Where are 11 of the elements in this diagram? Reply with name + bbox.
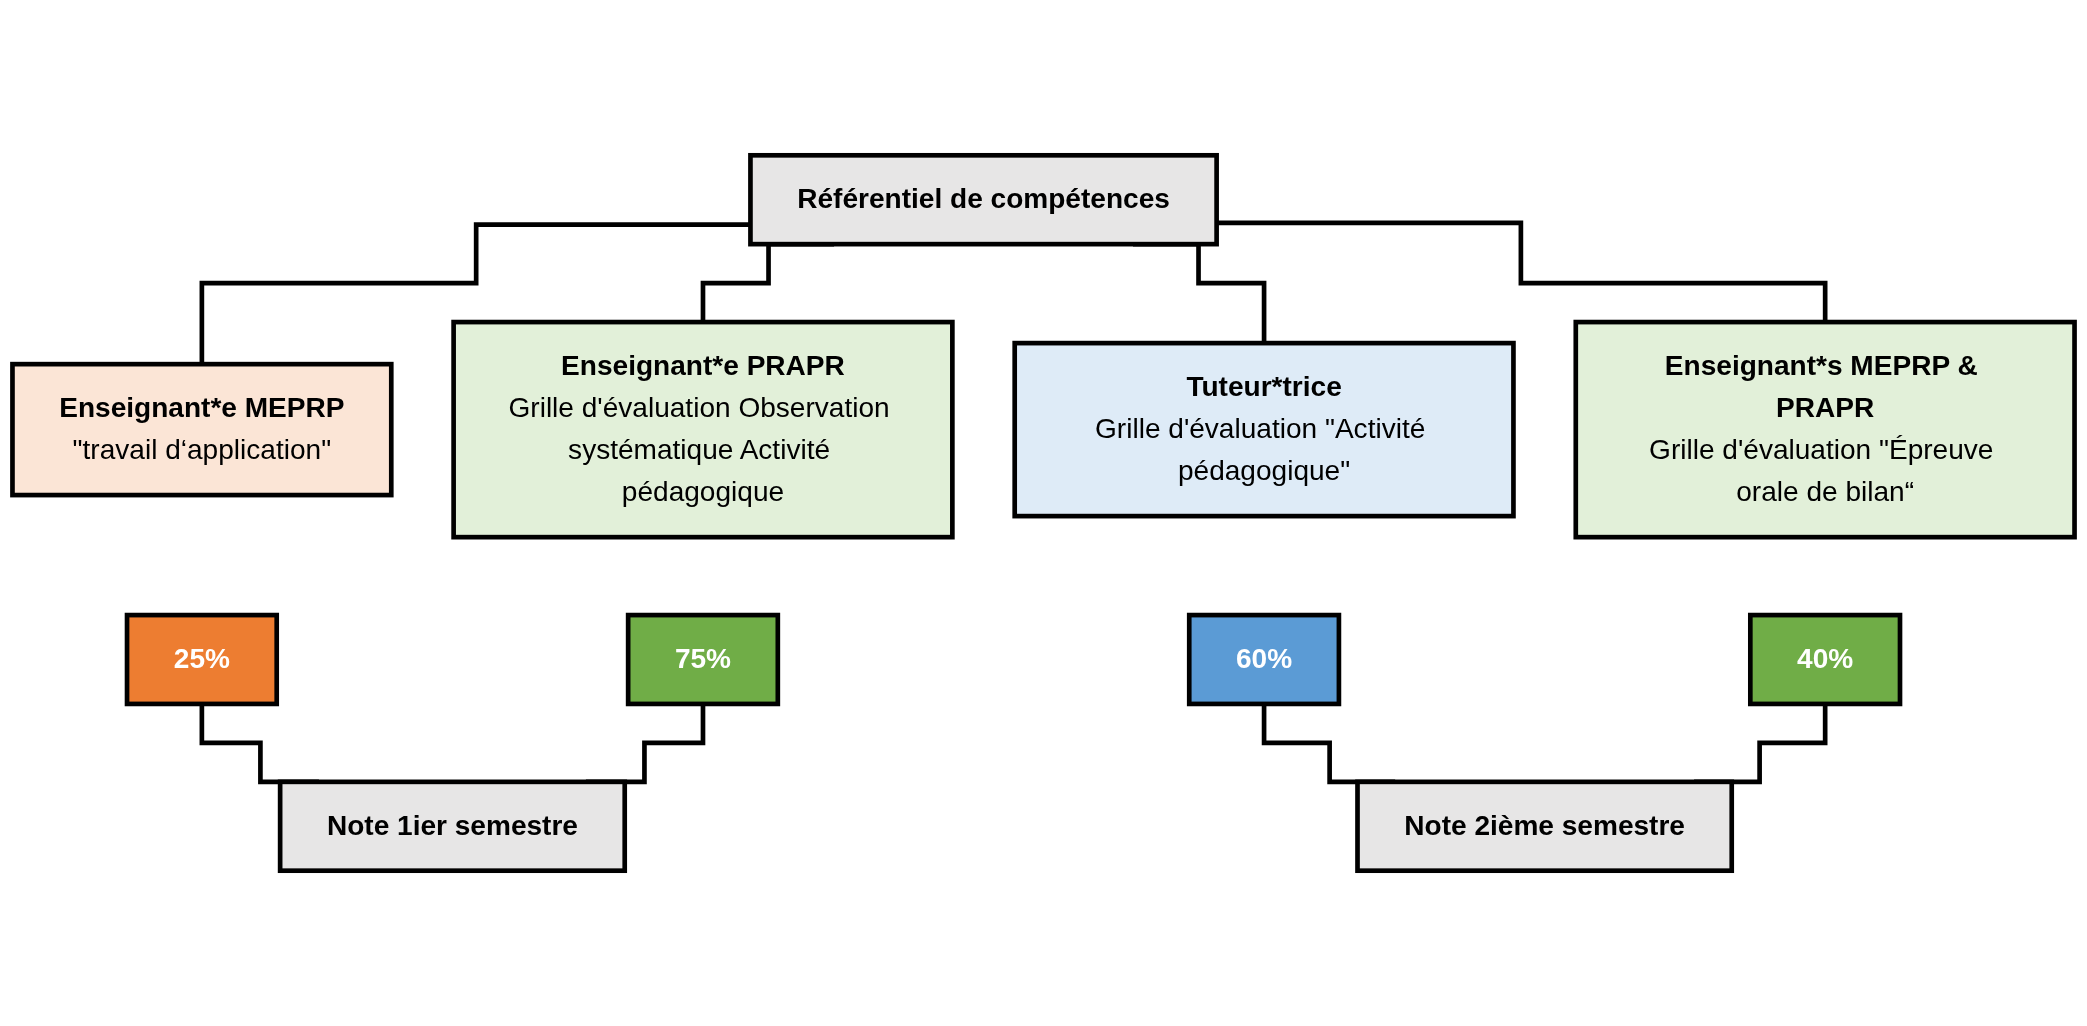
node-box: Note 2ième semestre xyxy=(1355,779,1735,874)
node-box: Enseignant*e MEPRP "travail d‘application" xyxy=(10,361,394,498)
node-box: Note 1ier semestre xyxy=(277,779,628,874)
node-box: Enseignant*e PRAPR Grille d'évaluation Observation systématique Activité pédagogique xyxy=(451,319,955,540)
node-box: 25% xyxy=(124,612,280,707)
node-box: Enseignant*s MEPRP & PRAPR Grille d'évaluation "Épreuve orale de bilan“ xyxy=(1573,319,2077,540)
node-box: 60% xyxy=(1186,612,1342,707)
node-box: 40% xyxy=(1748,612,1903,707)
node-box: Tuteur*trice Grille d'évaluation "Activité pédagogique" xyxy=(1012,340,1516,519)
node-box: Référentiel de compétences xyxy=(748,152,1219,247)
node-box: 75% xyxy=(625,612,781,707)
